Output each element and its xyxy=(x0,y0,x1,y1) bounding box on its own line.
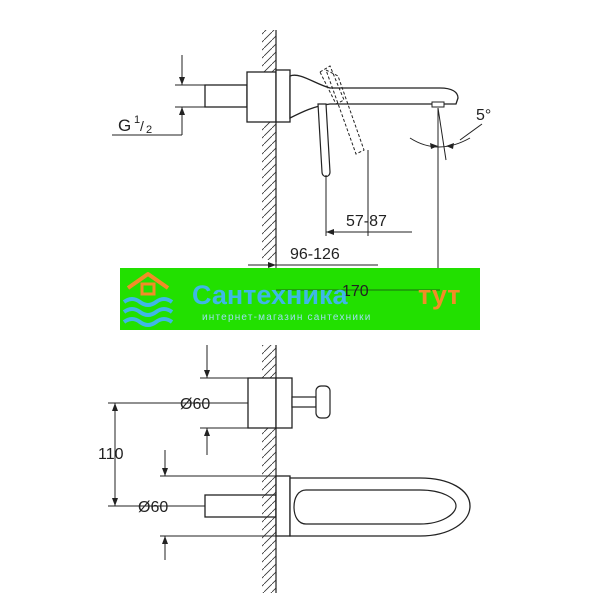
house-water-icon xyxy=(122,272,174,327)
handle-stem xyxy=(291,396,317,408)
angle-arrow-left xyxy=(430,143,438,149)
watermark-banner: 170 Сантехника тут интернет-магазин сант… xyxy=(120,268,480,330)
range-short-label: 57-87 xyxy=(346,213,387,230)
dia-bottom-arrowhead-a xyxy=(162,468,168,476)
dia-top-arrowhead-a xyxy=(204,370,210,378)
wall-hatch-top xyxy=(262,30,276,260)
spout-top-outer xyxy=(289,477,471,537)
lever-dashed-2 xyxy=(319,65,345,105)
height-arrow-bottom xyxy=(112,498,118,506)
angle-label: 5° xyxy=(476,107,491,124)
dia-bottom-arrowhead-b xyxy=(162,536,168,544)
dia-top-arrowhead-b xyxy=(204,428,210,436)
brand-tagline: интернет-магазин сантехники xyxy=(202,312,372,323)
rosette xyxy=(275,69,291,123)
banner-background xyxy=(120,268,480,330)
range-long-arrow xyxy=(268,262,276,268)
range-short-arrow xyxy=(326,229,334,235)
lever-dashed xyxy=(325,68,365,155)
side-view: G 1 / 2 5° 57-87 96-126 xyxy=(112,30,491,300)
handle-knob xyxy=(315,385,331,419)
spout-top-inner xyxy=(293,489,457,525)
lower-rosette xyxy=(275,475,291,537)
angle-arc xyxy=(409,137,471,148)
thread-arrowhead-up xyxy=(179,77,185,85)
angle-leader xyxy=(459,123,483,141)
thread-arrowhead-down xyxy=(179,107,185,115)
thread-superscript: 1 xyxy=(134,114,140,126)
upper-rosette xyxy=(247,377,277,429)
front-view: Ø60 Ø60 110 xyxy=(98,345,471,593)
angle-inclined xyxy=(437,107,447,161)
thread-label: G xyxy=(118,116,131,135)
upper-rosette-front xyxy=(275,377,293,429)
angle-arrow-right xyxy=(446,143,454,149)
range-long-label: 96-126 xyxy=(290,246,340,263)
thread-slash: / xyxy=(140,118,144,134)
total-label: 170 xyxy=(342,283,369,300)
mixer-body xyxy=(246,71,277,123)
aerator xyxy=(431,101,445,108)
height-arrow-top xyxy=(112,403,118,411)
diameter-bottom-label: Ø60 xyxy=(138,499,168,516)
lever-handle xyxy=(317,103,331,178)
pipe-stub xyxy=(204,84,248,108)
brand-main: Сантехника xyxy=(192,280,348,310)
diameter-top-label: Ø60 xyxy=(180,396,210,413)
brand-accent: тут xyxy=(418,280,460,310)
spout xyxy=(289,74,459,120)
thread-subscript: 2 xyxy=(146,124,152,136)
height-label: 110 xyxy=(98,446,124,463)
